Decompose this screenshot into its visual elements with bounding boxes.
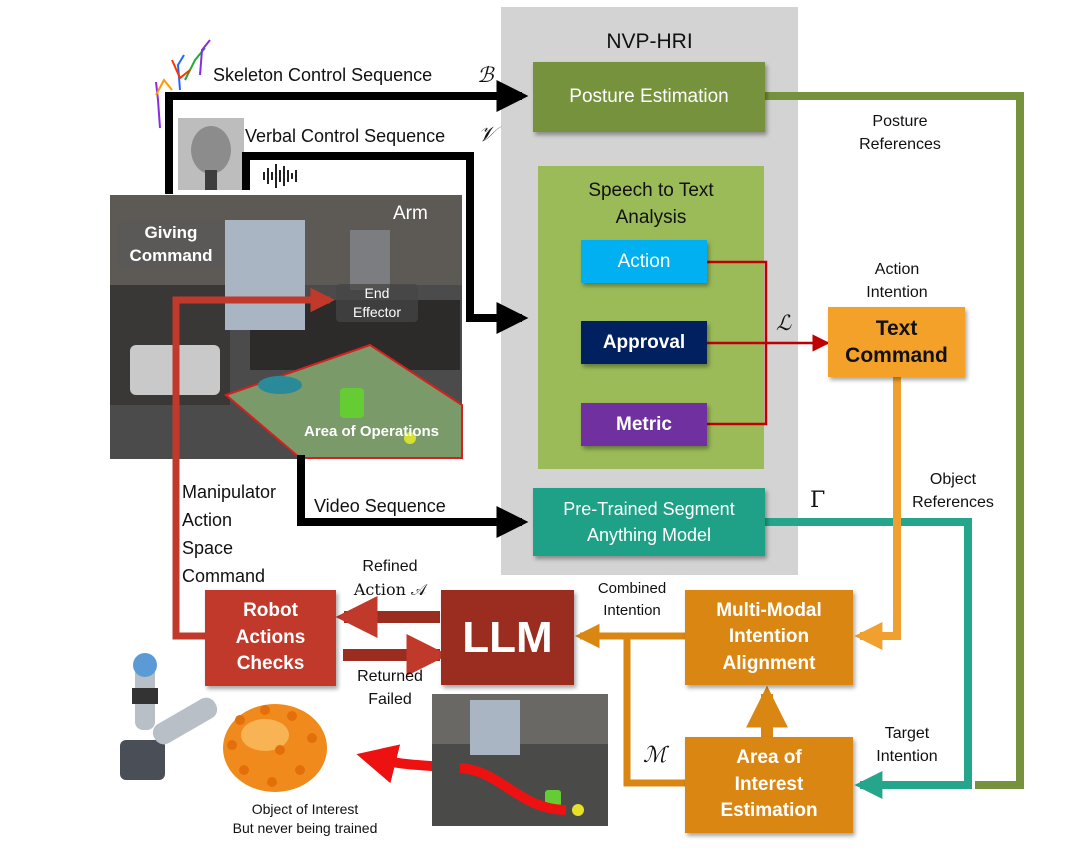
multimodal-alignment-box: Multi-Modal Intention Alignment xyxy=(685,590,853,685)
aoi-line3: Estimation xyxy=(720,800,818,822)
llm-box: LLM xyxy=(441,590,574,685)
object-references-line xyxy=(765,518,972,799)
l-symbol: ℒ xyxy=(776,311,792,335)
video-sequence-label: Video Sequence xyxy=(314,496,446,516)
aoi-line2: Interest xyxy=(734,773,804,795)
object-of-interest-icon xyxy=(223,704,327,792)
text-command-line xyxy=(854,376,901,650)
skeleton-arrow xyxy=(165,80,529,194)
m-symbol: ℳ xyxy=(643,743,667,768)
action-label: Action xyxy=(617,250,671,272)
sam-box: Pre-Trained Segment Anything Model xyxy=(533,488,765,556)
posture-references-label: Posture References xyxy=(859,113,941,154)
area-of-operations-label: Area of Operations xyxy=(304,423,440,440)
skeleton-sequence-label: Skeleton Control Sequence xyxy=(213,65,433,85)
returned-failed-label: Returned Failed xyxy=(357,668,423,709)
multimodal-line1: Multi-Modal xyxy=(716,599,822,621)
sound-wave-icon xyxy=(263,164,297,188)
speaker-portrait-icon xyxy=(178,118,244,190)
sam-label-line2: Anything Model xyxy=(586,525,712,545)
object-of-interest-label: Object of Interest But never being train… xyxy=(232,801,378,836)
skeleton-figure-icon xyxy=(155,39,211,129)
m-line xyxy=(623,636,685,787)
posture-estimation-label: Posture Estimation xyxy=(569,86,729,107)
aoi-line1: Area of xyxy=(736,747,802,769)
sam-label-line1: Pre-Trained Segment xyxy=(563,498,735,519)
target-intention-label: Target Intention xyxy=(876,725,938,766)
manipulator-command-label: Manipulator Action Space Command xyxy=(182,482,277,586)
verbal-symbol: 𝒱 xyxy=(478,122,496,146)
action-box: Action xyxy=(581,240,707,283)
text-command-line1: Text xyxy=(875,316,918,340)
end-effector-label: End Effector xyxy=(336,284,418,322)
verbal-sequence-label: Verbal Control Sequence xyxy=(245,126,446,146)
metric-box: Metric xyxy=(581,403,707,446)
gamma-symbol: Γ xyxy=(810,488,826,513)
posture-references-line xyxy=(765,92,1024,789)
text-command-line2: Command xyxy=(845,344,948,367)
approval-box: Approval xyxy=(581,321,707,364)
refined-action-label: Refined Action 𝒜 xyxy=(353,558,427,600)
arm-label: Arm xyxy=(393,203,428,224)
scene-thumbnail xyxy=(432,694,608,826)
combined-intention-label: Combined Intention xyxy=(597,580,667,619)
speech-bracket xyxy=(707,260,830,426)
verbal-arrow xyxy=(242,152,529,334)
metric-label: Metric xyxy=(616,413,672,435)
robot-checks-line1: Robot xyxy=(243,600,298,622)
video-arrow xyxy=(297,455,529,538)
nvp-hri-title: NVP-HRI xyxy=(606,30,693,53)
multimodal-line3: Alignment xyxy=(722,652,816,674)
approval-label: Approval xyxy=(602,331,686,353)
aoi-estimation-box: Area of Interest Estimation xyxy=(685,737,853,833)
object-references-label: Object References xyxy=(912,471,994,512)
robot-checks-line3: Checks xyxy=(236,653,305,675)
robot-actions-checks-box: Robot Actions Checks xyxy=(205,590,336,686)
speech-to-text-title: Speech to Text Analysis xyxy=(588,180,714,228)
robot-checks-line2: Actions xyxy=(235,626,306,648)
manipulator-command-line xyxy=(172,287,335,640)
llm-label: LLM xyxy=(462,612,553,662)
scene-photo xyxy=(110,195,463,459)
action-intention-label: Action Intention xyxy=(866,261,928,302)
posture-estimation-box: Posture Estimation xyxy=(533,62,765,132)
giving-command-label: Giving Command xyxy=(118,222,224,268)
text-command-box: Text Command xyxy=(828,307,965,377)
skeleton-symbol: ℬ xyxy=(477,63,494,87)
robot-arm-icon xyxy=(120,653,218,780)
multimodal-line2: Intention xyxy=(728,626,810,648)
